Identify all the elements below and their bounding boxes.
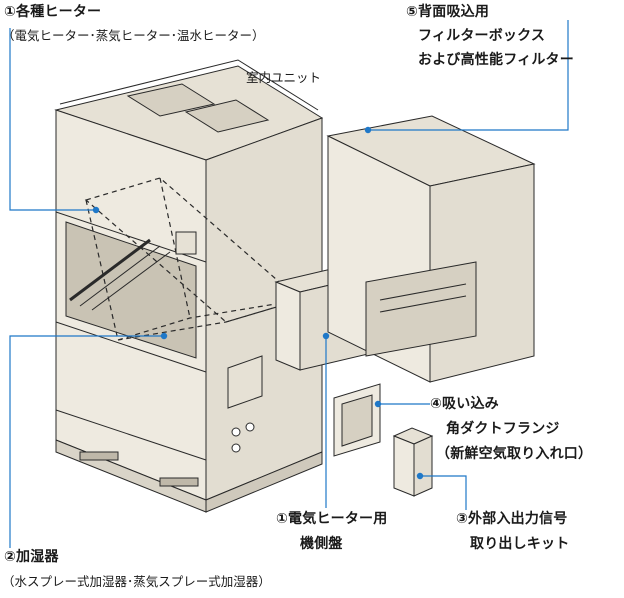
elec-panel-label-1: ①電気ヒーター用 <box>276 511 388 527</box>
indoor-unit <box>54 59 324 513</box>
intake-label-2: 角ダクトフランジ <box>446 421 560 437</box>
heater-title: ①各種ヒーター <box>4 4 102 20</box>
heater-subtitle: （電気ヒーター･蒸気ヒーター･温水ヒーター） <box>2 28 265 43</box>
leader-lines <box>9 20 569 548</box>
intake-flange <box>333 383 381 457</box>
io-kit-label-2: 取り出しキット <box>470 536 570 552</box>
io-kit-label-1: ③外部入出力信号 <box>456 511 568 527</box>
humidifier-subtitle: （水スプレー式加湿器･蒸気スプレー式加湿器） <box>2 574 271 589</box>
indoor-unit-label: 室内ユニット <box>246 70 322 85</box>
io-kit <box>392 427 434 497</box>
filter-box <box>326 115 536 383</box>
elec-panel-label-2: 機側盤 <box>300 536 343 552</box>
intake-label-3: （新鮮空気取り入れ口） <box>436 446 593 462</box>
filter-box-label-3: および高性能フィルター <box>418 52 574 68</box>
filter-box-label-2: フィルターボックス <box>418 28 546 44</box>
intake-label-1: ④吸い込み <box>430 396 499 412</box>
humidifier-title: ②加湿器 <box>4 549 59 565</box>
leader-dots <box>92 126 424 480</box>
filter-box-label-1: ⑤背面吸込用 <box>406 4 490 20</box>
